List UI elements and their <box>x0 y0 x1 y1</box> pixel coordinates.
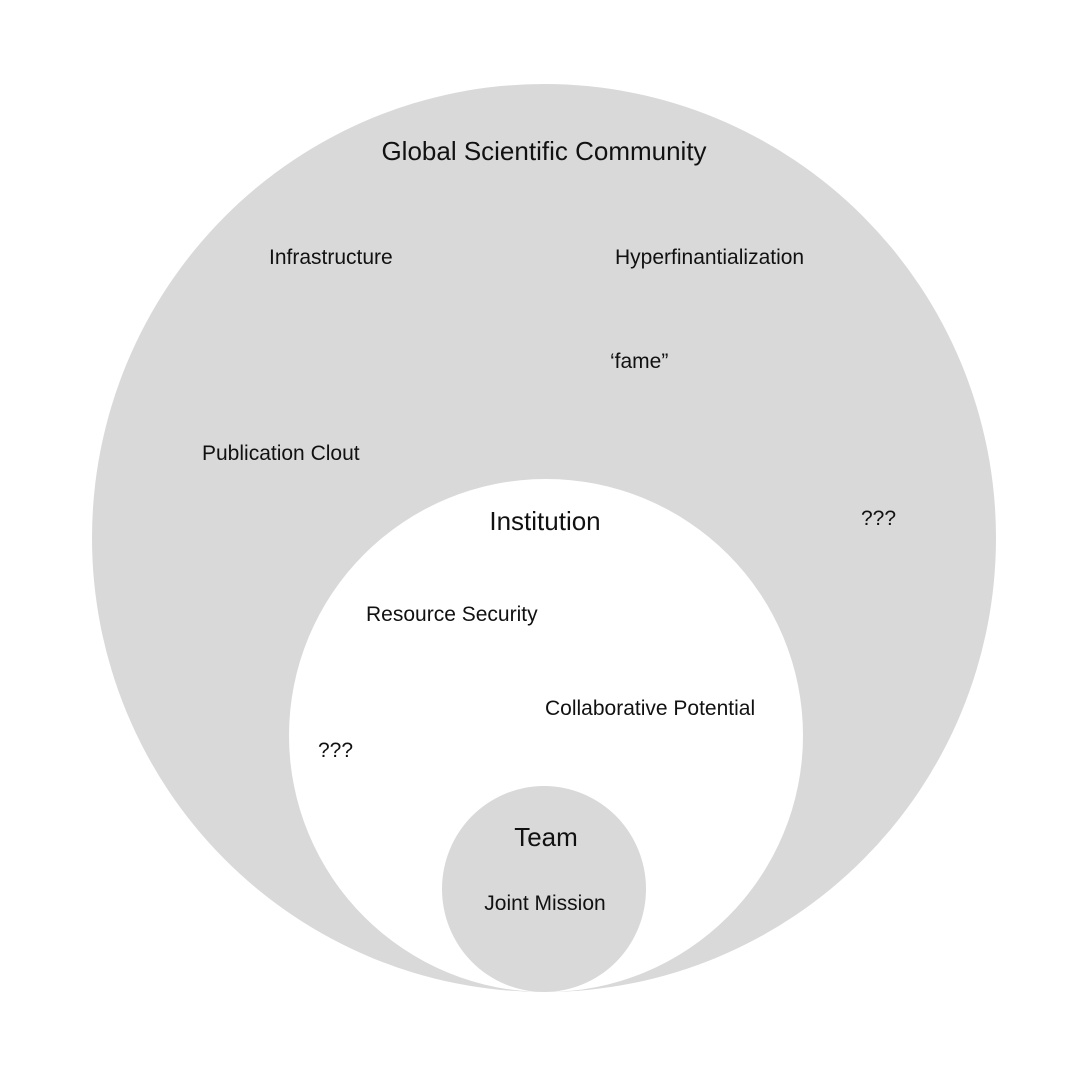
global-community-title: Global Scientific Community <box>381 136 707 166</box>
label-publication-clout: Publication Clout <box>202 442 360 465</box>
label-institution-unknown: ??? <box>318 739 354 762</box>
team-title: Team <box>514 822 578 852</box>
label-joint-mission: Joint Mission <box>484 892 606 915</box>
label-infrastructure: Infrastructure <box>269 246 393 269</box>
institution-title: Institution <box>489 506 601 536</box>
label-collaborative-potential: Collaborative Potential <box>545 697 756 720</box>
label-outer-unknown: ??? <box>861 507 897 530</box>
label-resource-security: Resource Security <box>366 603 538 626</box>
team-circle <box>442 786 646 992</box>
label-hyperfinantialization: Hyperfinantialization <box>615 246 805 269</box>
label-fame: ‘fame” <box>610 350 669 373</box>
